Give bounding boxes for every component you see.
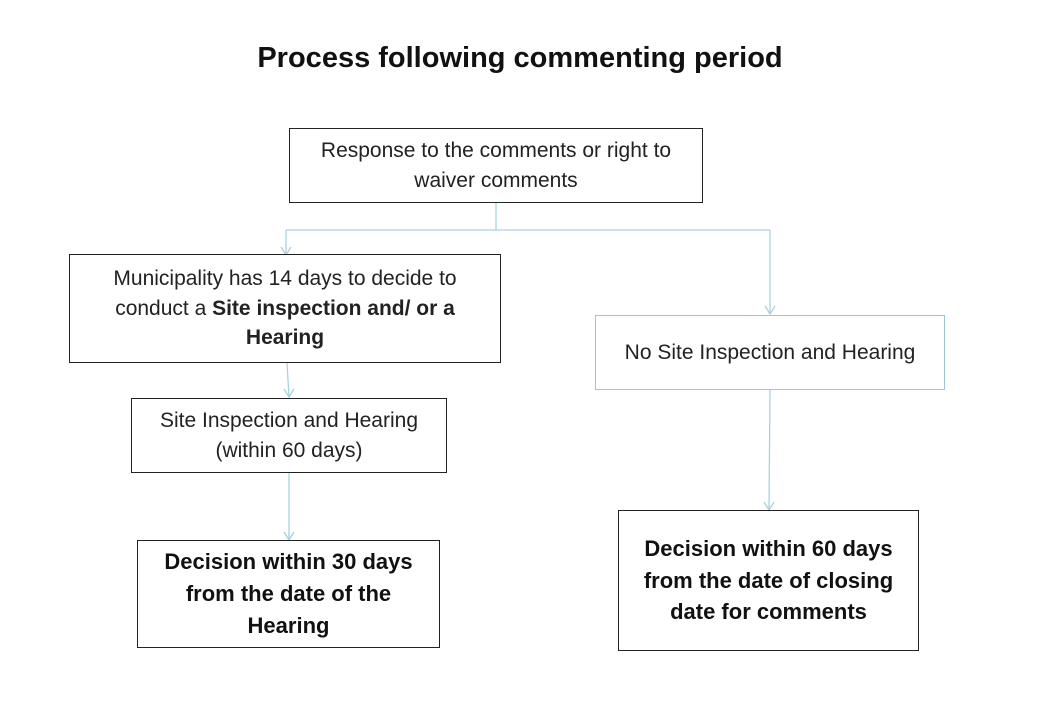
arrowhead-site-inspection	[283, 388, 295, 399]
arrowhead-no-inspection	[764, 305, 776, 316]
decision-30-box: Decision within 30 days from the date of…	[137, 540, 440, 648]
connector-municipality-site	[286, 362, 290, 398]
diagram-title: Process following commenting period	[257, 42, 783, 74]
municipality-text: Municipality has 14 days to decide to co…	[78, 264, 492, 352]
response-text: Response to the comments or right to wai…	[320, 139, 672, 192]
site-inspection-text: Site Inspection and Hearing (within 60 d…	[160, 409, 418, 462]
response-box: Response to the comments or right to wai…	[289, 128, 703, 203]
municipality-text-bold: Site inspection and/ or a Hearing	[212, 296, 455, 350]
decision-60-text: Decision within 60 days from the date of…	[643, 535, 894, 625]
decision-60-box: Decision within 60 days from the date of…	[618, 510, 919, 651]
connector-response-split	[286, 203, 770, 231]
no-inspection-box: No Site Inspection and Hearing	[595, 315, 945, 390]
connector-noinsp-decision60	[768, 389, 771, 511]
municipality-text-plain: Municipality has 14 days to decide to co…	[113, 267, 457, 320]
no-inspection-text: No Site Inspection and Hearing	[624, 340, 916, 364]
site-inspection-box: Site Inspection and Hearing (within 60 d…	[131, 398, 447, 473]
municipality-box: Municipality has 14 days to decide to co…	[69, 254, 501, 363]
decision-30-text: Decision within 30 days from the date of…	[164, 549, 413, 638]
